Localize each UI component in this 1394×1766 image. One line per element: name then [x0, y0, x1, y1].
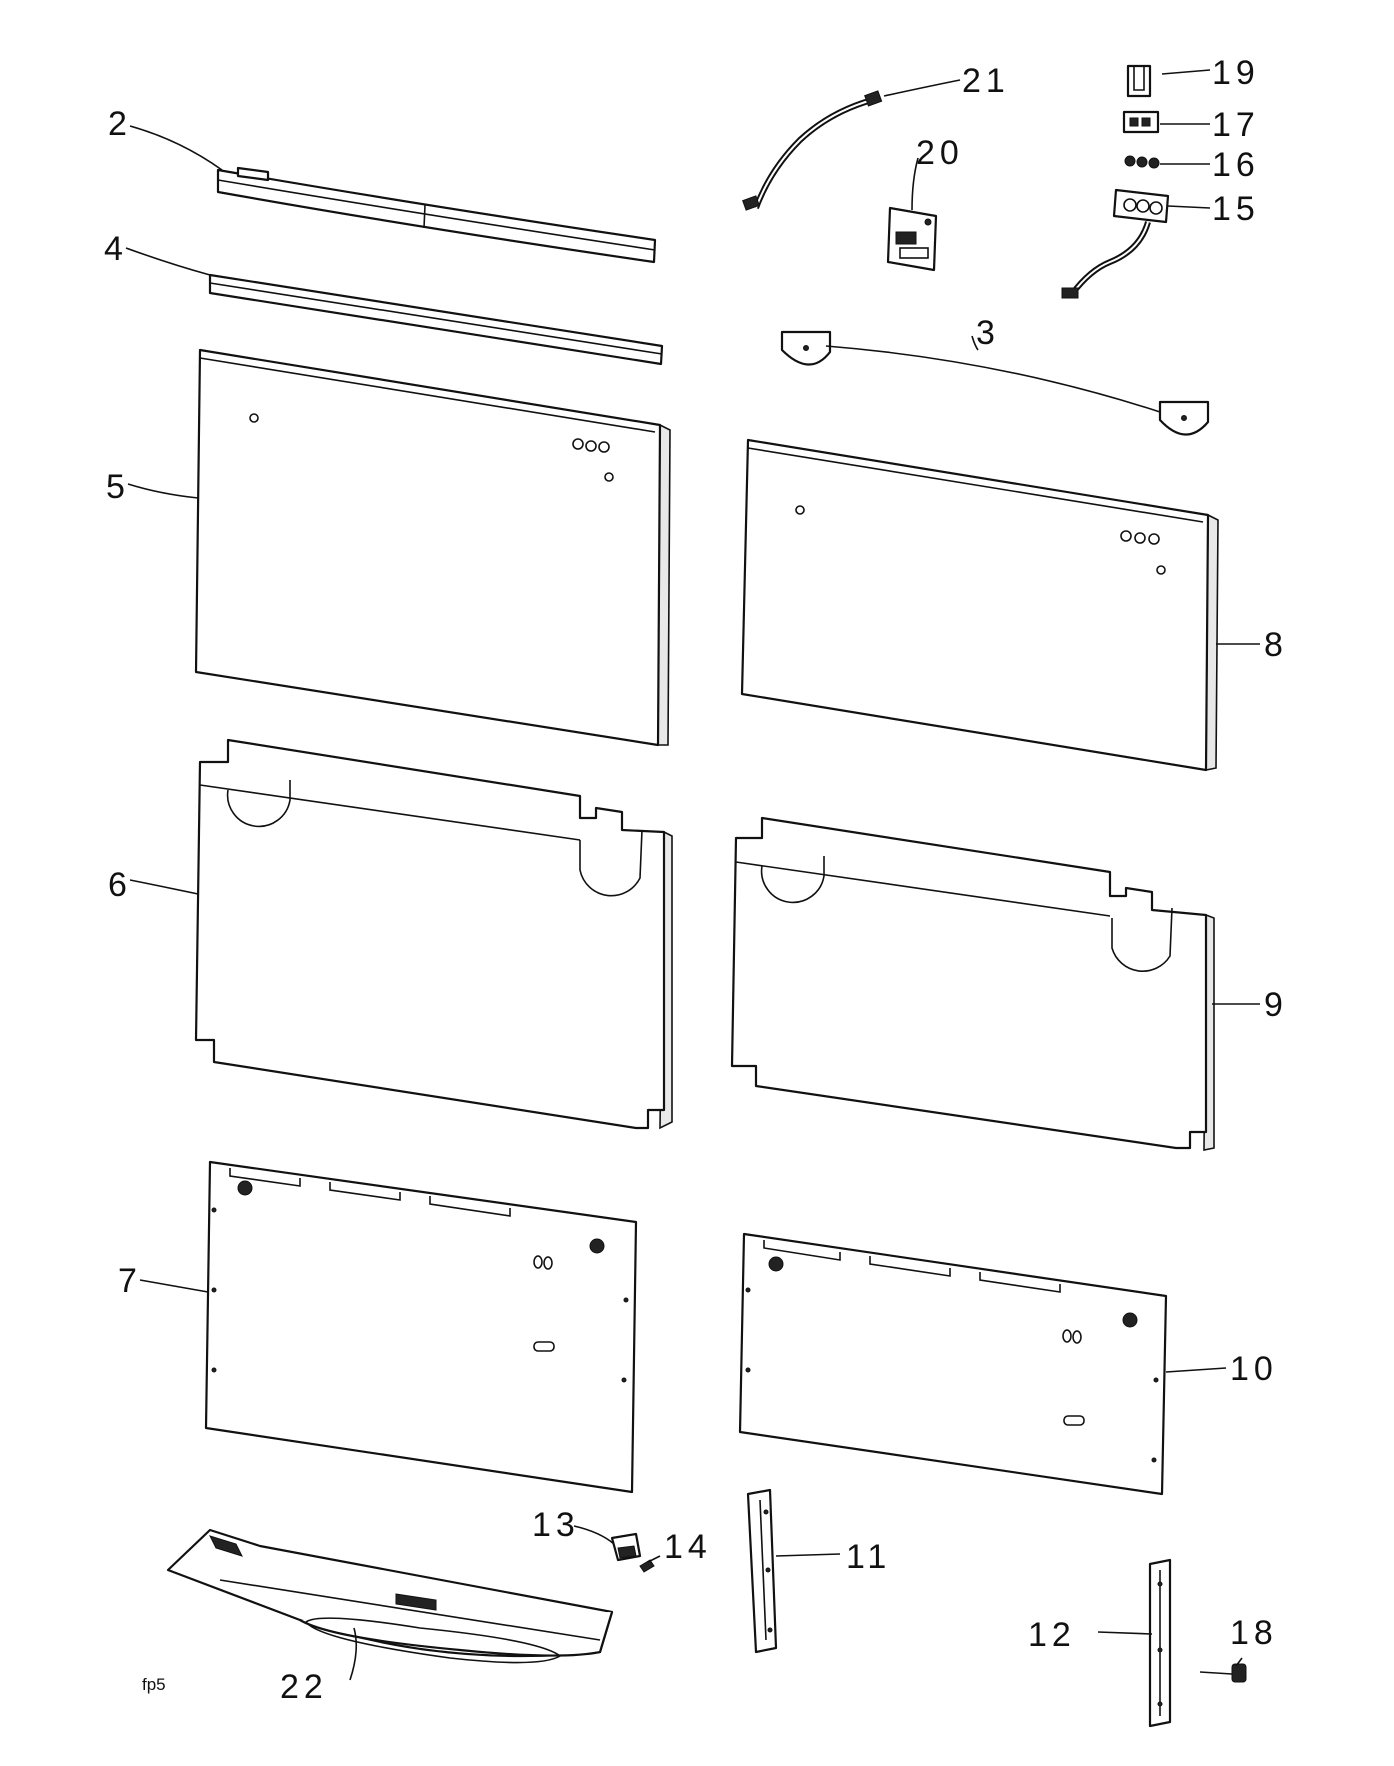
label-18: 18: [1230, 1614, 1278, 1652]
label-21: 21: [962, 62, 1010, 100]
label-15: 15: [1212, 190, 1260, 228]
part-21-wire-harness: [742, 90, 883, 211]
label-17: 17: [1212, 106, 1260, 144]
part-12-door-rail: [1148, 1558, 1172, 1728]
label-10: 10: [1230, 1350, 1278, 1388]
part-2-door-handle: [216, 166, 657, 264]
label-7: 7: [118, 1262, 142, 1300]
label-20: 20: [916, 134, 964, 172]
part-9-insulation-panel-right: [730, 816, 1215, 1151]
part-18-screw: [1199, 1663, 1247, 1683]
label-19: 19: [1212, 54, 1260, 92]
part-17-connector-housing: [1122, 110, 1160, 134]
label-5: 5: [106, 468, 130, 506]
part-11-door-rail: [746, 1488, 778, 1654]
label-14: 14: [664, 1528, 712, 1566]
label-4: 4: [104, 230, 128, 268]
label-9: 9: [1264, 986, 1288, 1024]
leader-lines: [125, 69, 1260, 1681]
label-2: 2: [108, 105, 132, 143]
part-14-screw: [639, 1555, 661, 1573]
part-20-control-module: [886, 206, 938, 272]
part-7-inner-door-liner-left: [204, 1160, 638, 1494]
label-3: 3: [976, 314, 1000, 352]
part-8-outer-door-panel-right: [740, 438, 1219, 772]
part-15-led-board-harness: [1061, 188, 1170, 299]
part-22-base-kickplate: [166, 1528, 614, 1664]
part-3-end-caps: [780, 330, 1210, 436]
part-10-inner-door-liner-right: [738, 1232, 1168, 1496]
label-11: 11: [846, 1538, 891, 1576]
label-13: 13: [532, 1506, 580, 1544]
part-13-hinge-bracket: [610, 1532, 642, 1562]
part-labels: 2 4 3 5 8 6 9 7 10 11 12 13 14 22 18 19 …: [104, 54, 1288, 1706]
diagram-code: fp5: [142, 1675, 166, 1694]
label-22: 22: [280, 1668, 328, 1706]
part-5-outer-door-panel-left: [194, 348, 671, 747]
label-12: 12: [1028, 1616, 1076, 1654]
label-6: 6: [108, 866, 132, 904]
part-19-clip: [1126, 64, 1152, 98]
part-16-lens: [1124, 155, 1160, 169]
label-16: 16: [1212, 146, 1260, 184]
part-4-trim-strip: [208, 273, 664, 366]
part-6-insulation-panel-left: [194, 738, 673, 1130]
label-8: 8: [1264, 626, 1288, 664]
